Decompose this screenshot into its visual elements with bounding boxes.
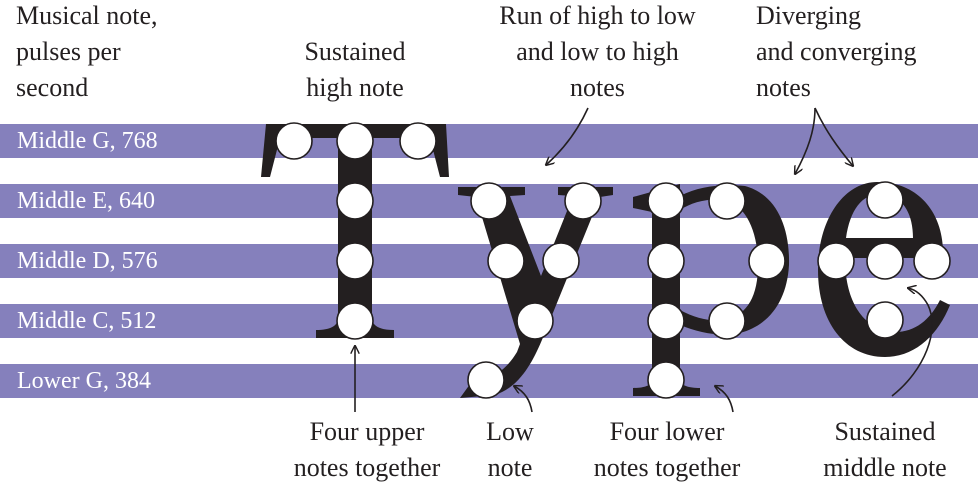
arrow-low-note bbox=[514, 386, 533, 413]
band-label: Middle C, 512 bbox=[17, 308, 157, 334]
annotation-four-lower-notes: Four lower notes together bbox=[593, 417, 741, 482]
annotation-low-note: Low note bbox=[486, 417, 534, 482]
annotation-run-high-low: Run of high to low and low to high notes bbox=[499, 1, 696, 102]
arrow-four-lower bbox=[715, 386, 734, 413]
band-label: Middle G, 768 bbox=[17, 128, 158, 154]
annotation-diverging-converging: Diverging and converging notes bbox=[756, 1, 917, 102]
note-dot-y-d1 bbox=[487, 242, 525, 280]
letter-y bbox=[458, 187, 613, 398]
note-dots bbox=[275, 122, 951, 399]
note-dot-e-c bbox=[866, 301, 904, 339]
note-dot-p-e2 bbox=[708, 182, 746, 220]
note-dot-p-d1 bbox=[647, 242, 685, 280]
band-label: Middle E, 640 bbox=[17, 188, 155, 214]
arrow-diverge-left bbox=[795, 107, 816, 174]
note-dot-e-d1 bbox=[817, 242, 855, 280]
note-dot-p-c1 bbox=[647, 302, 685, 340]
letter-p bbox=[633, 184, 790, 396]
note-dot-t-d bbox=[336, 242, 374, 280]
annotation-four-upper-notes: Four upper notes together bbox=[293, 417, 441, 482]
annotation-sustained-high-note: Sustained high note bbox=[304, 37, 406, 102]
note-dot-t-e bbox=[336, 182, 374, 220]
note-dot-p-d2 bbox=[748, 242, 786, 280]
letter-t bbox=[261, 124, 449, 338]
note-dot-p-g bbox=[647, 361, 685, 399]
note-dot-t-g3 bbox=[399, 122, 437, 160]
letter-e bbox=[818, 182, 950, 357]
note-dot-e-e bbox=[866, 181, 904, 219]
note-dot-e-d3 bbox=[913, 242, 951, 280]
arrow-run bbox=[546, 107, 589, 165]
note-dot-t-g1 bbox=[275, 122, 313, 160]
note-dot-y-e2 bbox=[564, 182, 602, 220]
note-dot-y-c bbox=[516, 302, 554, 340]
band-middle-g: Middle G, 768 bbox=[0, 124, 978, 158]
note-dot-t-g2 bbox=[336, 122, 374, 160]
note-dot-y-d2 bbox=[542, 242, 580, 280]
note-dot-e-d2 bbox=[866, 242, 904, 280]
arrow-diverge-right bbox=[814, 107, 853, 166]
annotation-sustained-middle-note: Sustained middle note bbox=[823, 417, 947, 482]
note-dot-y-e1 bbox=[470, 182, 508, 220]
band-label: Lower G, 384 bbox=[17, 368, 151, 394]
note-dot-p-c2 bbox=[708, 302, 746, 340]
arrow-sustained-middle bbox=[891, 288, 933, 397]
axis-title: Musical note, pulses per second bbox=[16, 1, 158, 102]
note-dot-p-e1 bbox=[647, 182, 685, 220]
note-dot-y-g bbox=[467, 361, 505, 399]
note-dot-t-c bbox=[336, 302, 374, 340]
band-middle-c: Middle C, 512 bbox=[0, 304, 978, 338]
band-label: Middle D, 576 bbox=[17, 248, 158, 274]
